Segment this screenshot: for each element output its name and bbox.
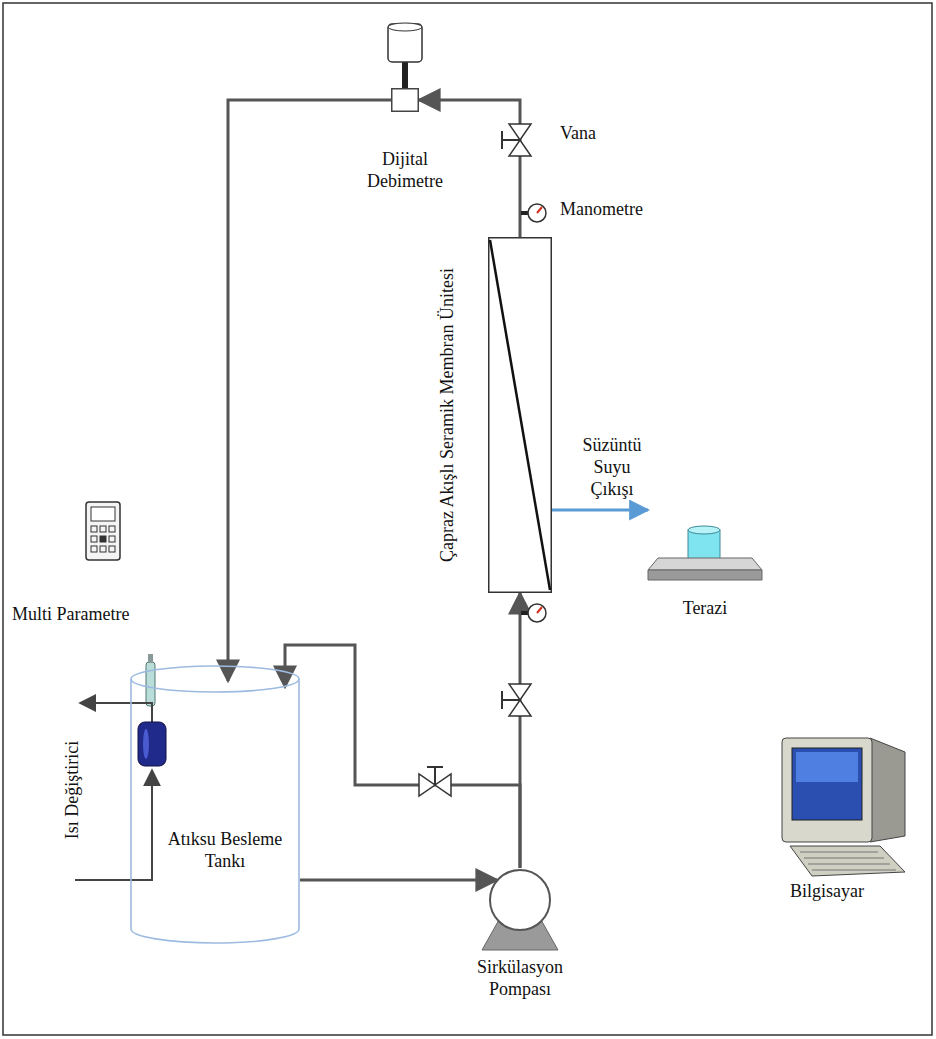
flowmeter-display	[388, 24, 422, 62]
balance-base	[648, 570, 762, 580]
computer-icon	[782, 738, 905, 876]
membrane-line	[490, 240, 550, 590]
node-shape	[648, 500, 762, 582]
node-shape	[488, 237, 552, 593]
keyboard	[790, 846, 905, 876]
node-text: Terazi	[655, 597, 755, 619]
flowmeter-body	[392, 89, 419, 112]
device-label: Multi Parametre	[12, 603, 129, 625]
digital-flowmeter: Dijital Debimetre	[391, 88, 419, 112]
flowmeter-head	[388, 23, 422, 88]
gauge-label: Manometre	[560, 198, 643, 220]
device-key	[91, 546, 97, 552]
heat-exchanger-outlet	[80, 703, 152, 722]
device-key	[91, 536, 97, 542]
keyboard-keys	[800, 852, 896, 870]
valve-symbol	[502, 684, 531, 716]
heat-exchanger-label: Isı Değiştirici	[61, 741, 83, 839]
node-text: Atıksu Besleme Tankı	[160, 828, 290, 872]
monitor-side	[870, 738, 905, 842]
device-screen	[91, 507, 115, 521]
device-key	[109, 536, 115, 542]
pump-circle	[490, 870, 550, 930]
balance-plate	[648, 558, 762, 570]
node-shape	[391, 88, 419, 112]
heat-exchanger-shine	[143, 729, 149, 759]
device-key	[100, 536, 106, 542]
flowmeter-stem	[402, 60, 408, 88]
pipe-line	[285, 645, 520, 868]
permeate-arrow	[552, 509, 648, 512]
heat-exchanger-body	[138, 722, 166, 766]
pressure-gauge	[521, 604, 546, 622]
node-text: Dijital Debimetre	[350, 148, 460, 192]
device-key	[91, 526, 97, 532]
flowmeter-top	[388, 23, 422, 31]
device-key	[109, 526, 115, 532]
pipe-line	[419, 100, 520, 237]
heat-exchanger	[75, 703, 166, 880]
node-shape	[130, 665, 300, 943]
tank-outline	[131, 679, 299, 943]
node-text: Çapraz Akışlı Seramik Membran Ünitesi	[436, 250, 458, 580]
valve-symbol	[419, 767, 451, 796]
cup-top	[688, 526, 720, 534]
multi-parameter-device	[86, 502, 120, 560]
tank-top	[131, 666, 299, 692]
device-key	[100, 526, 106, 532]
valve-label: Vana	[560, 122, 596, 144]
probe	[146, 654, 155, 706]
balance: Terazi	[648, 500, 762, 582]
feed-tank: Atıksu Besleme Tankı	[130, 665, 300, 943]
computer-label: Bilgisayar	[790, 880, 864, 902]
membrane-housing	[489, 238, 552, 593]
device-body	[86, 502, 120, 560]
pipe-line	[228, 100, 391, 681]
monitor-screen	[792, 748, 862, 820]
valve-symbol	[502, 124, 531, 156]
node-shape	[488, 868, 552, 932]
heat-exchanger-inlet	[75, 770, 152, 880]
device-key	[100, 546, 106, 552]
probe-cap	[148, 654, 153, 663]
monitor-screen-shine	[796, 752, 858, 782]
pressure-gauge	[521, 204, 546, 222]
node-text: Sirkülasyon Pompası	[450, 956, 590, 1000]
pipe-line	[300, 879, 497, 882]
circulation-pump: Sirkülasyon Pompası	[488, 868, 552, 932]
membrane-unit: Çapraz Akışlı Seramik Membran Ünitesi	[488, 237, 552, 593]
probe-body	[146, 662, 155, 706]
edge-label: Süzüntü Suyu Çıkışı	[574, 434, 650, 500]
device-key	[109, 546, 115, 552]
frame	[3, 3, 932, 1035]
monitor-front	[782, 738, 872, 842]
